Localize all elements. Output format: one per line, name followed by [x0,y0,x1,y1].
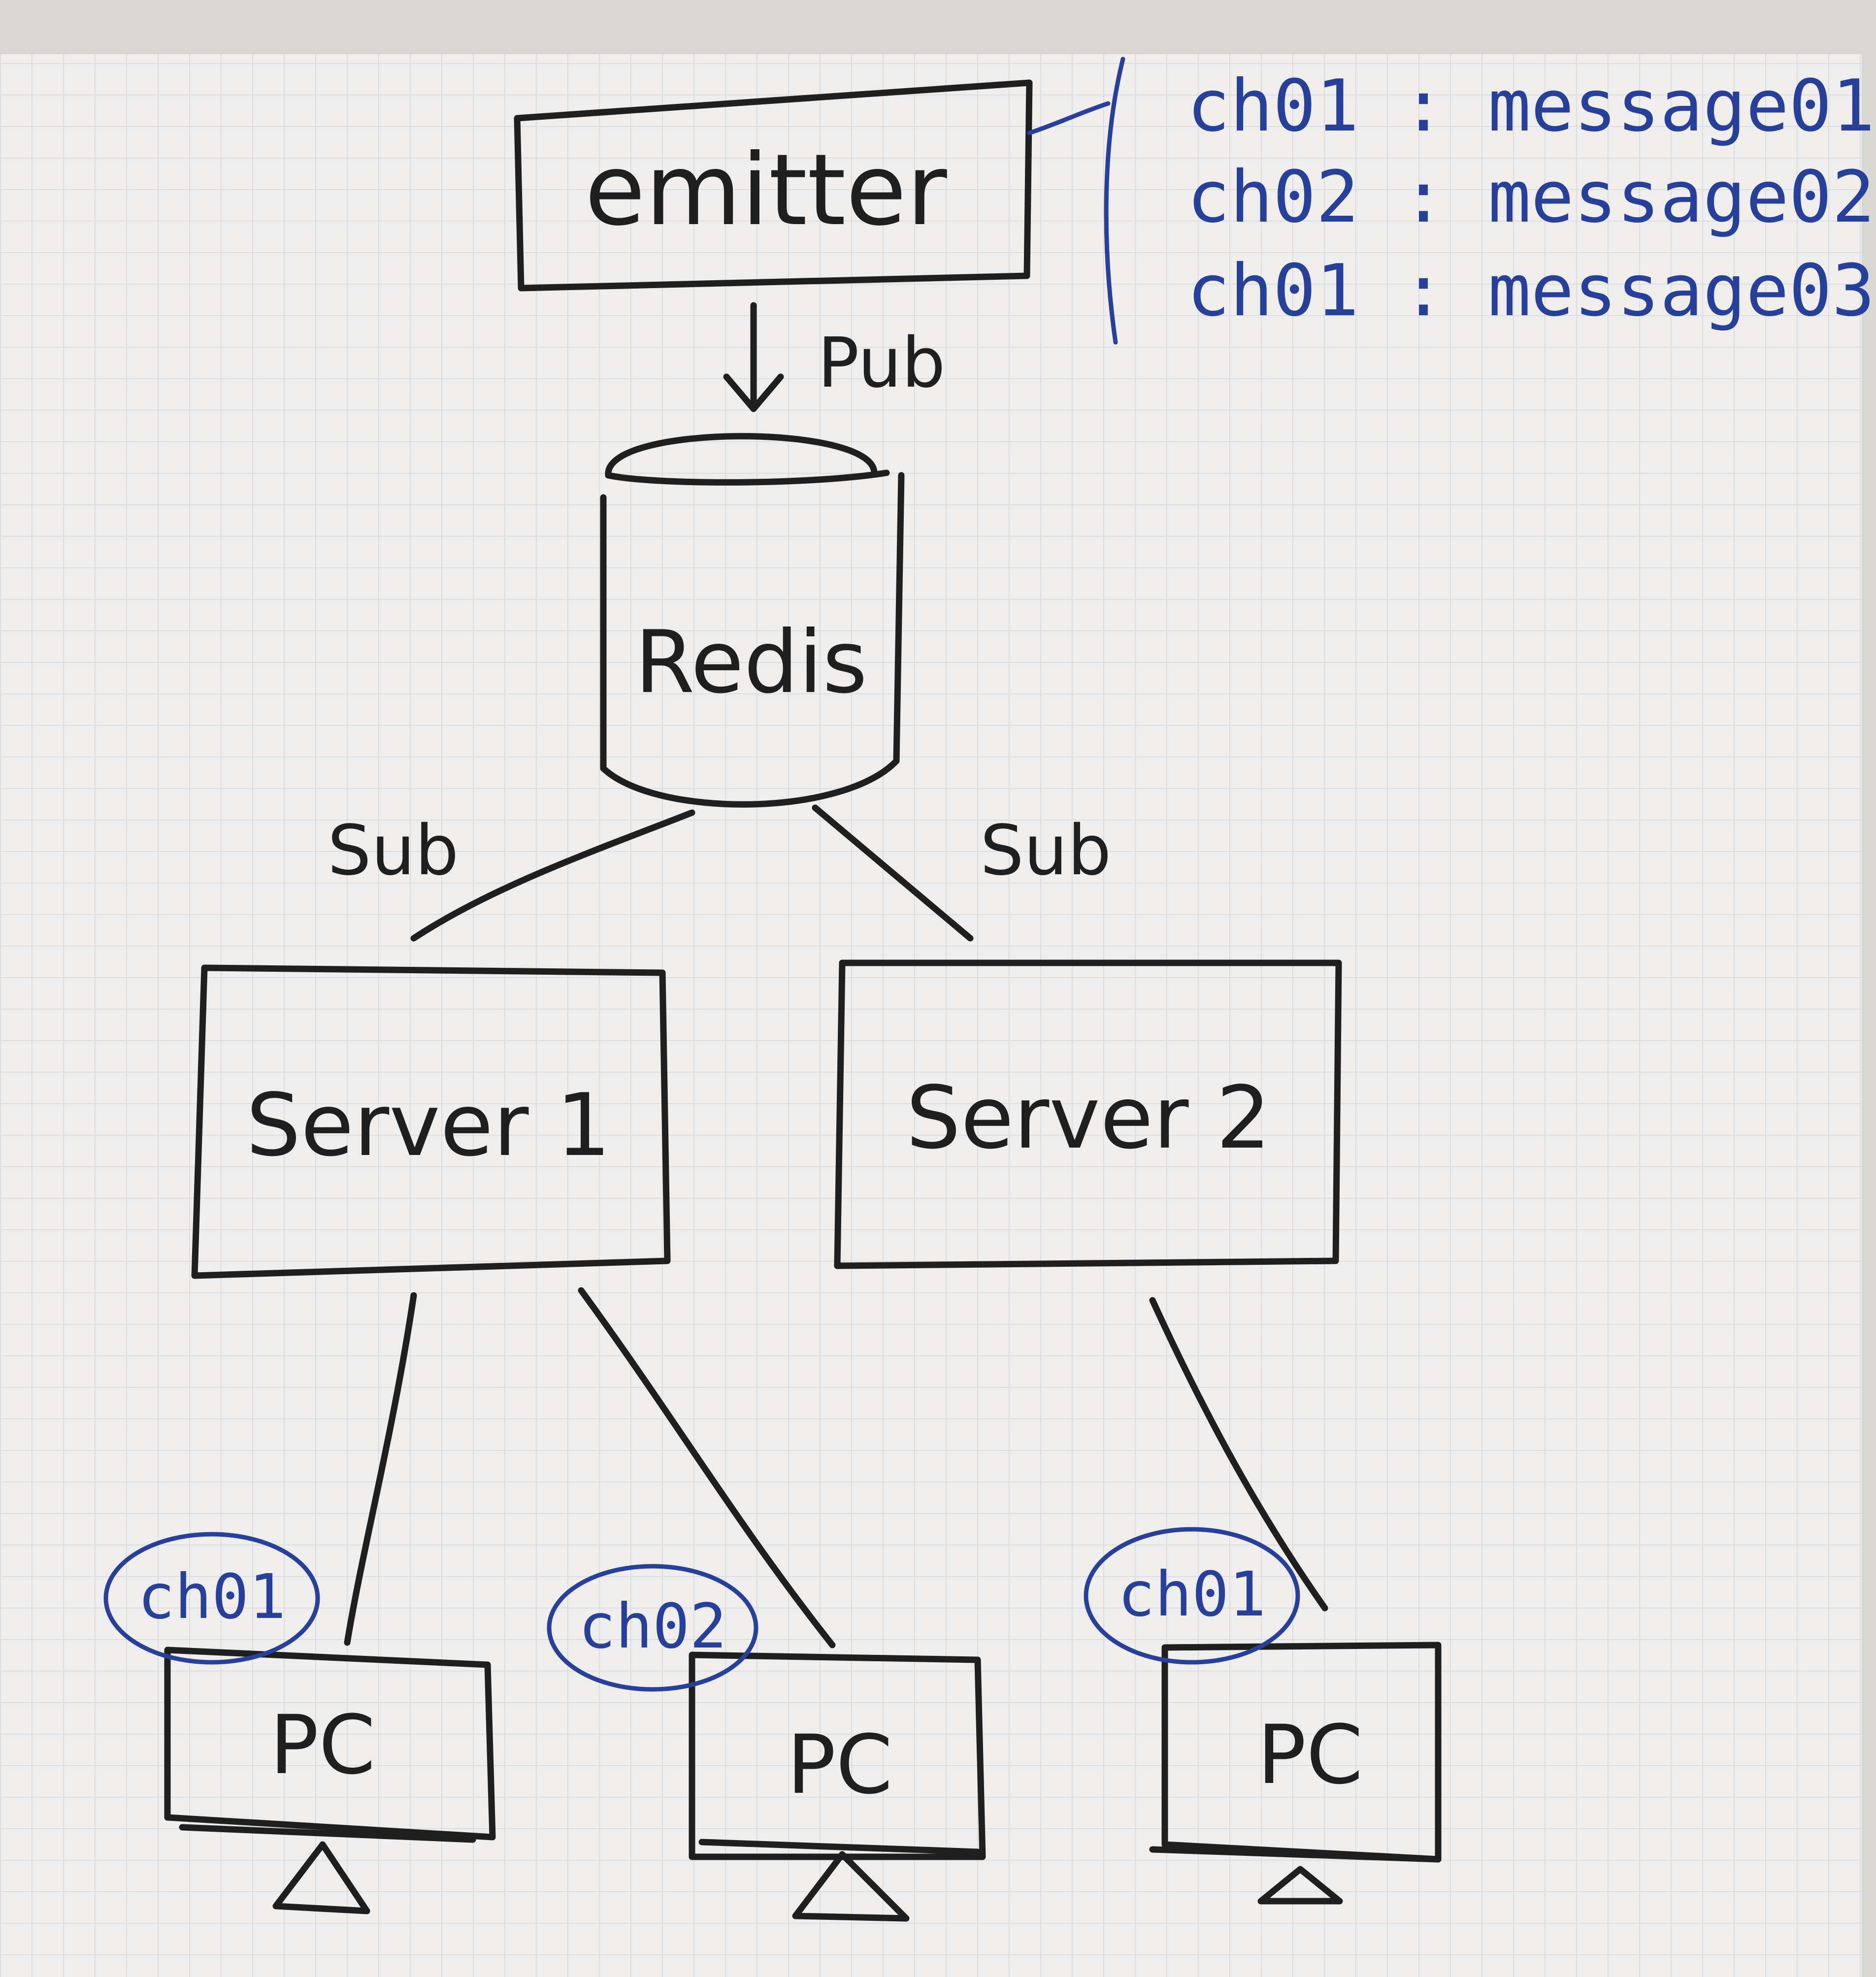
pc1-channel-badge [103,1532,320,1665]
pub-label: Pub [818,323,946,403]
link-server2-pc3 [1149,1297,1328,1612]
sub-left-label: Sub [328,811,459,891]
pc3-label: PC [1257,1708,1363,1802]
pc1-node: PC ch01 [103,1532,496,1914]
message-line-3: ch01 : message03 [1187,249,1875,332]
sub-edge-left: Sub [328,809,695,942]
message-line-2: ch02 : message02 [1187,156,1875,239]
sub-edge-right: Sub [812,804,1111,942]
link-server1-pc1 [344,1292,417,1646]
pc2-channel-badge [547,1564,758,1692]
emitter-label: emitter [585,133,947,248]
redis-label: Redis [635,613,867,713]
pc2-label: PC [787,1717,893,1812]
pub-edge: Pub [723,302,946,412]
redis-node: Redis [600,433,905,808]
pc2-channel-label: ch02 [578,1591,726,1662]
pc3-channel-badge [1084,1527,1300,1665]
pc2-node: PC ch02 [547,1564,986,1922]
message-list: ch01 : message01 ch02 : message02 ch01 :… [1027,57,1875,345]
server2-node: Server 2 [834,959,1342,1269]
pc3-channel-label: ch01 [1118,1559,1266,1630]
server1-node: Server 1 [191,964,671,1279]
link-server1-pc2 [578,1287,836,1648]
server1-label: Server 1 [246,1076,611,1176]
message-line-1: ch01 : message01 [1187,65,1875,148]
emitter-node: emitter [514,79,1033,292]
pc3-node: PC ch01 [1084,1527,1442,1905]
pc1-channel-label: ch01 [137,1561,286,1633]
server2-label: Server 2 [906,1068,1271,1168]
pc1-label: PC [270,1698,376,1792]
sub-right-label: Sub [980,811,1111,891]
